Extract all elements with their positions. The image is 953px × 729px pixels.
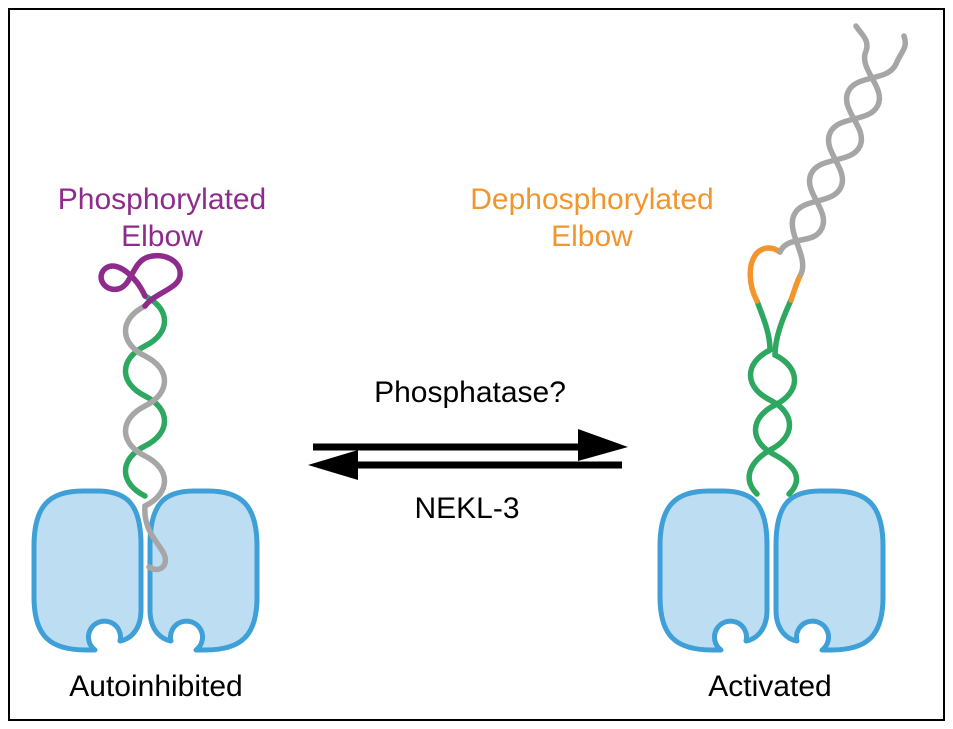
reverse-enzyme-label: NEKL-3 bbox=[414, 492, 520, 525]
autoinhibited-molecule bbox=[34, 253, 257, 650]
phosphorylated-elbow-label: Phosphorylated Elbow bbox=[58, 181, 266, 255]
gray-strand-folded bbox=[122, 303, 169, 573]
reverse-arrow-head bbox=[308, 450, 358, 480]
gray-tail-strand-b bbox=[789, 23, 883, 277]
label-line: Elbow bbox=[551, 220, 633, 253]
dephosphorylated-elbow-segment-a bbox=[747, 245, 783, 304]
equilibrium-arrows bbox=[308, 429, 628, 480]
dephosphorylated-elbow-segment-b bbox=[788, 271, 804, 303]
forward-arrow-head bbox=[578, 429, 628, 461]
motor-domain-pair bbox=[660, 491, 883, 650]
dephosphorylated-elbow-label: Dephosphorylated Elbow bbox=[470, 181, 714, 255]
activated-state-label: Activated bbox=[708, 670, 832, 703]
label-line: Phosphorylated bbox=[57, 183, 267, 216]
gray-tail-strand-a bbox=[777, 33, 909, 255]
label-line: Dephosphorylated bbox=[470, 183, 714, 216]
autoinhibited-state-label: Autoinhibited bbox=[69, 670, 243, 703]
coiled-coil-green-strand-a bbox=[746, 298, 793, 497]
label-line: Elbow bbox=[121, 220, 203, 253]
coiled-coil-green-strand-b bbox=[752, 297, 800, 497]
coiled-coil-green-strand bbox=[122, 293, 168, 499]
activated-molecule bbox=[660, 23, 909, 650]
phosphorylated-elbow-loop bbox=[98, 253, 183, 309]
forward-enzyme-label: Phosphatase? bbox=[374, 376, 566, 409]
